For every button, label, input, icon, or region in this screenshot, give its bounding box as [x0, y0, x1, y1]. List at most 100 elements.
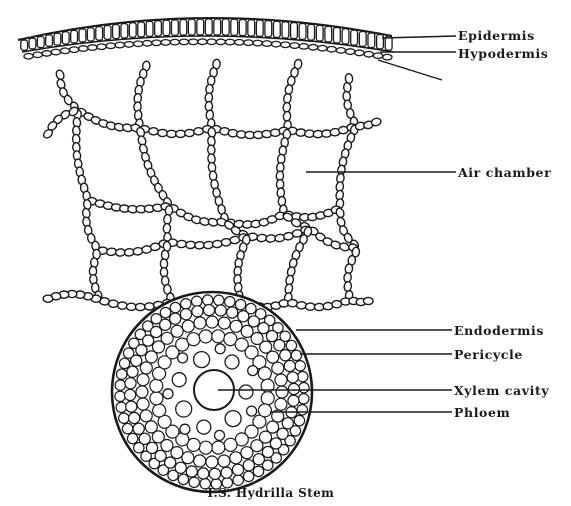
stele-ring-cell — [150, 379, 163, 392]
stele-ring-cell — [181, 299, 191, 309]
stele-ring-cell — [267, 421, 279, 433]
stele-ring-cell — [117, 369, 127, 379]
stele-ring-cell — [212, 330, 225, 343]
hypodermis-cell — [179, 39, 188, 45]
stele-ring-cell — [127, 433, 137, 443]
phloem-cell — [172, 373, 186, 387]
stele-ring-cell — [143, 335, 154, 346]
hypodermis-cell — [346, 49, 355, 55]
stele-ring-cell — [243, 471, 253, 481]
stele-ring-cell — [253, 466, 263, 476]
stele-ring-cell — [155, 450, 166, 461]
stele-ring-cell — [272, 362, 284, 374]
stele-ring-cell — [267, 351, 279, 363]
epidermis-cell — [113, 25, 120, 39]
cortex-cell — [345, 73, 353, 83]
epidermis-cell — [377, 35, 384, 49]
stele-ring-cell — [295, 361, 305, 371]
hypodermis-cell — [33, 52, 42, 58]
hypodermis-cell — [309, 44, 318, 50]
hypodermis-cell — [88, 45, 97, 51]
epidermis-cell — [308, 24, 315, 40]
hypodermis-cell — [79, 46, 88, 52]
hypodermis-cell — [235, 40, 244, 46]
stele-ring-cell — [275, 374, 287, 386]
hypodermis-cell — [115, 42, 124, 48]
label-hypodermis: Hypodermis — [458, 46, 548, 61]
stele-ring-cell — [199, 441, 212, 454]
phloem-cell — [215, 344, 225, 354]
hypodermis-cell — [253, 40, 262, 46]
cortex-cell — [126, 303, 136, 310]
stele-ring-cell — [288, 383, 299, 394]
hypodermis-cell — [124, 42, 133, 48]
stele-ring-cell — [291, 350, 301, 360]
cortex-cell — [118, 302, 128, 309]
hypodermis-cell — [42, 51, 51, 57]
stele-ring-cell — [224, 438, 237, 451]
epidermis-cell — [205, 19, 212, 35]
hypodermis-cell — [225, 39, 234, 45]
hypodermis-cell — [373, 53, 382, 59]
cortex-cell — [185, 129, 195, 136]
stele-ring-cell — [261, 392, 274, 405]
hypodermis-cell — [24, 53, 33, 59]
stele-ring-cell — [136, 386, 148, 398]
cortex-cell — [296, 302, 306, 309]
stele-ring-cell — [206, 456, 218, 468]
epidermis-cell — [54, 33, 61, 45]
cortex-cell — [43, 295, 53, 302]
stele-ring-cell — [288, 395, 299, 406]
stele-ring-cell — [276, 386, 288, 398]
stele-ring-cell — [180, 309, 191, 320]
stele-ring-cell — [287, 372, 298, 383]
epidermis-cell — [180, 19, 187, 35]
stele-ring-cell — [248, 316, 259, 327]
stele-ring-cell — [194, 317, 206, 329]
hypodermis-cell — [336, 48, 345, 54]
phloem-cell — [239, 385, 253, 399]
label-phloem: Phloem — [454, 405, 510, 420]
hypodermis-cell — [281, 42, 290, 48]
hypodermis-cell — [364, 51, 373, 57]
epidermis-cell — [87, 28, 94, 41]
figure-caption: T.S. Hydrilla Stem — [206, 486, 335, 500]
stele-ring-cell — [221, 467, 232, 478]
cortex-cell — [164, 214, 172, 224]
epidermis-cell — [368, 33, 375, 48]
stele-ring-cell — [270, 438, 281, 449]
stele-ring-cell — [170, 313, 181, 324]
stele-ring-cell — [137, 374, 149, 386]
stele-ring-cell — [209, 468, 220, 479]
cortex-cell — [194, 128, 204, 135]
stele-ring-cell — [182, 452, 194, 464]
stele-ring-cell — [238, 311, 249, 322]
stele-ring-cell — [241, 447, 253, 459]
hypodermis-cell — [161, 40, 170, 46]
hypodermis-cell — [60, 48, 69, 54]
phloem-cell — [194, 352, 210, 368]
label-epidermis: Epidermis — [458, 28, 535, 43]
stele-ring-cell — [153, 404, 166, 417]
cortex-cell — [167, 130, 177, 137]
epidermis-cell — [197, 19, 204, 35]
hypodermis-cell — [134, 41, 143, 47]
hypodermis-cell — [299, 44, 308, 50]
epidermis-cell — [146, 21, 153, 36]
label-xylem-cavity: Xylem cavity — [454, 383, 549, 398]
stele-ring-cell — [145, 421, 157, 433]
label-air-chamber: Air chamber — [457, 165, 551, 180]
phloem-cell — [176, 401, 192, 417]
stele-ring-cell — [178, 474, 188, 484]
epidermis-cell — [273, 21, 280, 37]
stele-ring-cell — [275, 398, 287, 410]
cortex-cell — [364, 297, 374, 304]
cortex-cell — [149, 128, 159, 135]
stele-ring-cell — [182, 320, 194, 332]
stele-ring-cell — [187, 333, 200, 346]
stele-ring-cell — [186, 466, 197, 477]
label-endodermis: Endodermis — [454, 323, 544, 338]
stele-ring-cell — [199, 330, 212, 343]
cortex-cell — [344, 281, 353, 292]
